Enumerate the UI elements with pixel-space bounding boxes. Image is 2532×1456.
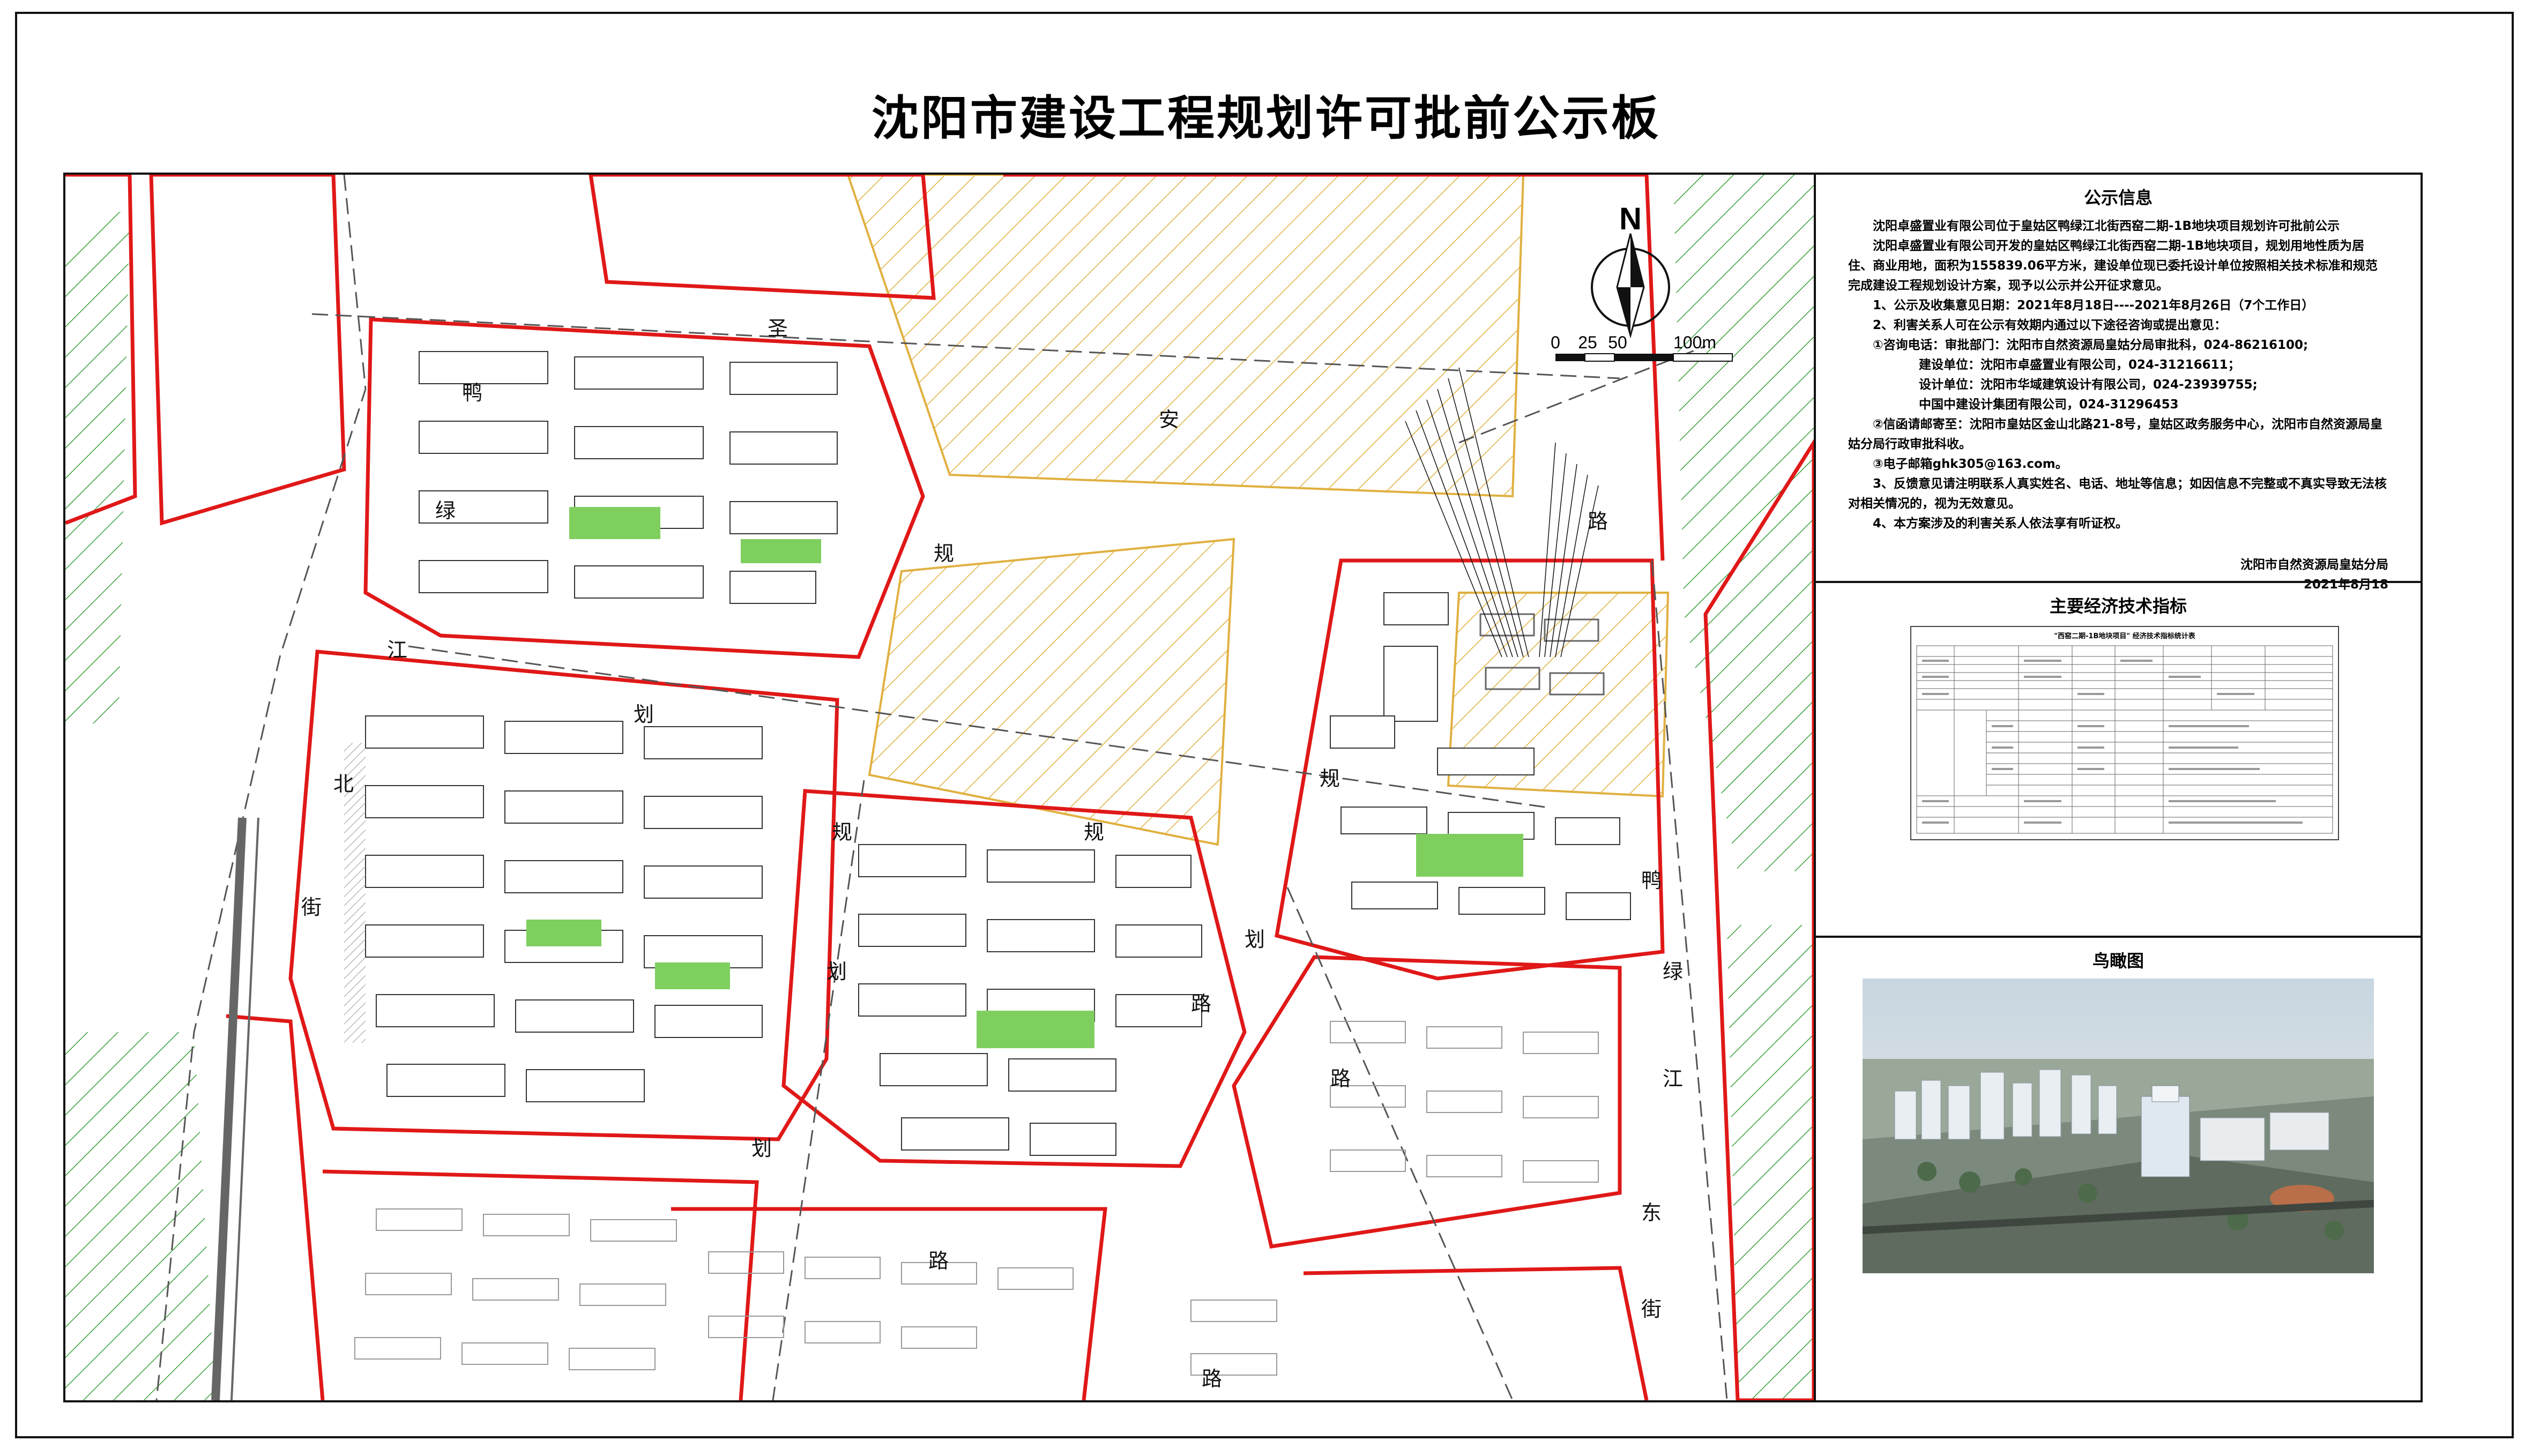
page-title: 沈阳市建设工程规划许可批前公示板 [871,91,1660,146]
aerial-rendering [1863,979,2374,1273]
building-group [419,351,838,604]
section-divider [1816,936,2421,938]
notice-item: ②信函请邮寄至：沈阳市皇姑区金山北路21-8号，皇姑区政务服务中心，沈阳市自然资… [1848,417,2383,451]
notice-date: 2021年8月18 [2303,578,2388,592]
road-labels: 圣 安 路 鸭 绿 江 北 街 规 划 规 划 规 划 路 路 规 划 路 路 [301,317,1683,1391]
lawn-area [655,962,730,989]
coordinate-callout-lines [1405,367,1599,658]
indicator-table: "西窑二期-1B地块项目" 经济技术指标统计表 [1910,626,2339,840]
road-label: 鸭 [462,381,482,405]
road-label: 规 [832,820,852,844]
road-label: 规 [1084,820,1104,844]
building-group [858,844,1202,1156]
road-label: 规 [934,542,954,565]
info-side-panel: 公示信息 沈阳卓盛置业有限公司位于皇姑区鸭绿江北街西窑二期-1B地块项目规划许可… [1816,175,2421,1400]
scale-label: 100m [1673,333,1716,352]
scale-label: 0 [1551,333,1560,352]
scale-bar: 0 25 50 100m [1551,333,1733,362]
board-frame [15,12,2514,1438]
rail-corridor [211,817,247,1400]
notice-intro: 沈阳卓盛置业有限公司开发的皇姑区鸭绿江北街西窑二期-1B地块项目，规划用地性质为… [1848,239,2378,293]
notice-item: 2、利害关系人可在公示有效期内通过以下途径咨询或提出意见： [1873,318,2227,332]
site-plan-svg: N 0 25 50 100m 圣 安 路 鸭 绿 江 北 [65,175,1814,1400]
indicators-section-title: 主要经济技术指标 [2049,596,2187,616]
road-centerlines [155,175,1728,1400]
road-label: 东 [1641,1201,1662,1224]
lawn-area [1416,834,1523,877]
road-label: 绿 [435,499,456,522]
section-divider [1816,581,2421,583]
road-label: 路 [1202,1367,1222,1391]
green-hatched-area [1673,175,1814,871]
lawn-area [569,507,660,539]
road-label: 路 [1330,1067,1351,1091]
yellow-hatched-parcel [868,537,1235,846]
paved-area [344,743,366,1043]
yellow-hatched-parcel [846,175,1525,498]
outline-buildings [1479,613,1605,696]
indicator-table-grid [1916,645,2333,834]
scale-label: 25 [1578,333,1597,352]
site-plan-map: N 0 25 50 100m 圣 安 路 鸭 绿 江 北 [65,175,1816,1400]
road-label: 划 [1245,928,1265,951]
north-compass: N [1591,201,1670,339]
notice-item: 建设单位：沈阳市卓盛置业有限公司，024-31216611； [1919,358,2240,372]
notice-lead: 沈阳卓盛置业有限公司位于皇姑区鸭绿江北街西窑二期-1B地块项目规划许可批前公示 [1873,219,2340,233]
notice-item: ③电子邮箱ghk305@163.com。 [1873,457,2068,471]
lawn-area [526,920,601,946]
road-label: 街 [301,895,322,919]
road-label: 江 [387,638,407,662]
road-label: 街 [1641,1297,1662,1321]
building-group [365,715,763,1102]
road-label: 路 [1588,510,1608,533]
notice-section: 公示信息 沈阳卓盛置业有限公司位于皇姑区鸭绿江北街西窑二期-1B地块项目规划许可… [1816,175,2421,592]
notice-signature: 沈阳市自然资源局皇姑分局 [2240,558,2388,572]
road-label: 江 [1663,1067,1683,1091]
board-content: N 0 25 50 100m 圣 安 路 鸭 绿 江 北 [63,173,2423,1402]
notice-item: 4、本方案涉及的利害关系人依法享有听证权。 [1873,517,2128,531]
notice-item: ①咨询电话：审批部门：沈阳市自然资源局皇姑分局审批科，024-86216100; [1873,338,2308,352]
aerial-section: 鸟瞰图 [1816,938,2421,1400]
green-hatched-area [65,207,130,737]
scale-label: 50 [1608,333,1627,352]
road-label: 路 [1191,992,1211,1016]
notice-item: 中国中建设计集团有限公司，024-31296453 [1919,398,2179,412]
road-label: 圣 [768,317,788,340]
road-label: 划 [634,703,654,726]
block-boundaries [65,175,1814,1400]
aerial-view-image [1863,979,2374,1273]
notice-item: 设计单位：沈阳市华域建筑设计有限公司，024-23939755; [1919,378,2258,392]
indicators-section: 主要经济技术指标 "西窑二期-1B地块项目" 经济技术指标统计表 [1816,583,2421,936]
notice-section-title: 公示信息 [2083,188,2153,208]
road-label: 路 [928,1249,949,1273]
green-hatched-area [65,1032,215,1400]
lawn-area [741,539,821,563]
green-hatched-area [1727,925,1814,1400]
indicator-table-caption: "西窑二期-1B地块项目" 经济技术指标统计表 [2054,632,2195,640]
road-label: 绿 [1663,960,1683,983]
compass-north-label: N [1619,201,1642,236]
road-label: 划 [826,960,847,983]
road-label: 安 [1159,408,1179,431]
lawn-area [977,1011,1094,1048]
aerial-section-title: 鸟瞰图 [2092,951,2144,971]
notice-item: 3、反馈意见请注明联系人真实姓名、电话、地址等信息；如因信息不完整或不真实导致无… [1848,477,2387,511]
building-group [1330,592,1631,920]
existing-buildings [354,1021,1599,1376]
road-label: 鸭 [1641,869,1662,892]
notice-item: 1、公示及收集意见日期：2021年8月18日----2021年8月26日（7个工… [1873,298,2314,312]
road-label: 规 [1320,767,1340,790]
notice-body: 沈阳卓盛置业有限公司位于皇姑区鸭绿江北街西窑二期-1B地块项目规划许可批前公示 … [1816,216,2421,595]
rail-corridor [230,817,259,1400]
road-label: 北 [333,772,354,796]
road-label: 划 [751,1137,772,1160]
